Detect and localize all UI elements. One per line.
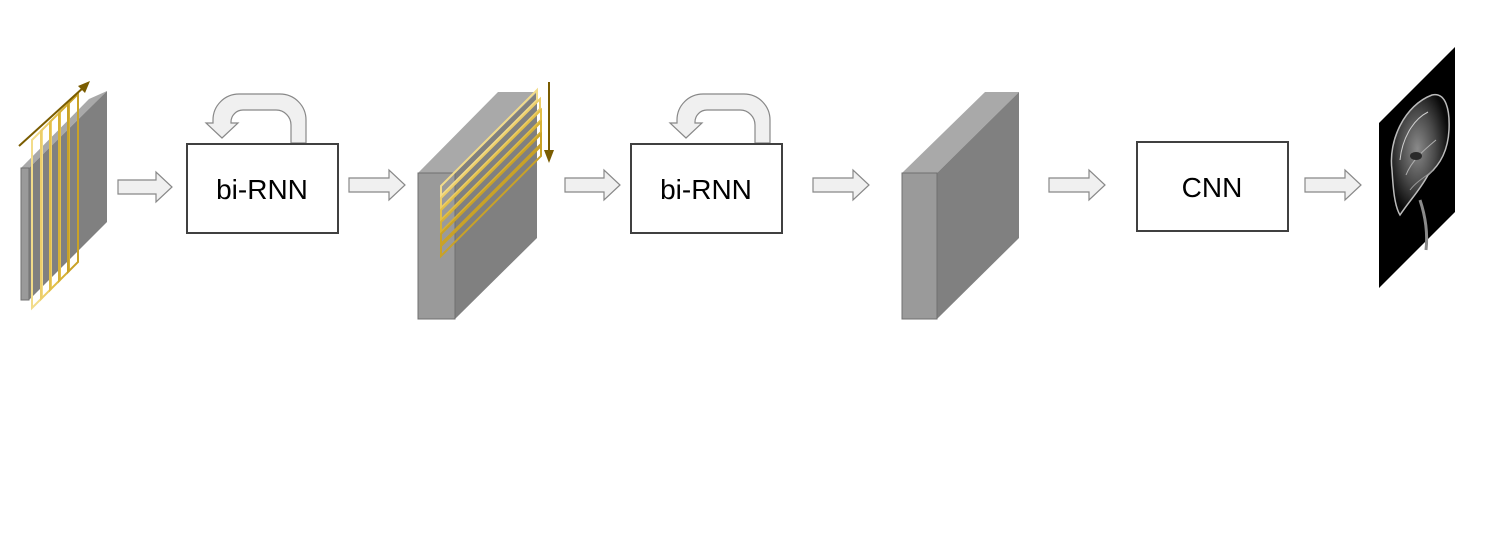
flow-arrow-5-icon — [1048, 168, 1106, 202]
bi-rnn-block-1: bi-RNN — [186, 143, 339, 234]
bi-rnn-block-2: bi-RNN — [630, 143, 783, 234]
flow-arrow-4-icon — [812, 168, 870, 202]
scan-direction-arrow-icon — [18, 81, 90, 147]
recurrent-loop-2-icon — [668, 93, 771, 144]
input-slab — [20, 91, 107, 301]
flow-arrow-1-icon — [117, 170, 173, 204]
flow-arrow-3-icon — [564, 168, 621, 202]
middle-slab — [417, 92, 537, 320]
flow-arrow-6-icon — [1304, 168, 1362, 202]
horizontal-scan-lines — [440, 87, 542, 259]
mri-output-image — [1379, 47, 1455, 288]
scan-direction-down-arrow-icon — [544, 82, 554, 163]
flow-arrow-2-icon — [348, 168, 406, 202]
vertical-scan-lines — [31, 91, 79, 311]
bi-rnn-2-label: bi-RNN — [660, 174, 752, 205]
cnn-label: CNN — [1182, 172, 1243, 203]
recurrent-loop-1-icon — [204, 93, 307, 144]
cnn-block: CNN — [1136, 141, 1289, 232]
bi-rnn-1-label: bi-RNN — [216, 174, 308, 205]
feature-slab — [901, 92, 1019, 320]
